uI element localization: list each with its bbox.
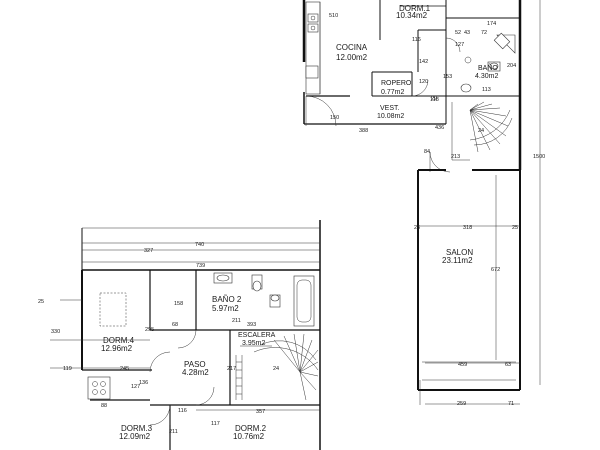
dim-label: 119 <box>63 366 72 372</box>
dim-label: 295 <box>145 327 154 333</box>
room-area-dorm2: 10.76m2 <box>233 432 265 441</box>
lower-stair <box>235 333 319 401</box>
room-name-bano2: BAÑO 2 <box>212 295 242 304</box>
dim-label: 24 <box>478 128 484 134</box>
room-area-dorm3: 12.09m2 <box>119 432 151 441</box>
dim-label: 113 <box>482 87 491 93</box>
room-name-paso: PASO <box>184 360 206 369</box>
room-name-salon: SALON <box>446 248 473 257</box>
dim-label: 327 <box>144 248 153 254</box>
dim-label: 510 <box>329 13 338 19</box>
dim-label: 174 <box>487 21 496 27</box>
upper-walls <box>302 0 522 170</box>
dim-label: 84 <box>424 149 430 155</box>
dim-label: 672 <box>491 267 500 273</box>
room-name-dorm4: DORM.4 <box>103 336 135 345</box>
dim-label: 25 <box>38 299 44 305</box>
dim-label: 150 <box>330 115 339 121</box>
dim-label: 127 <box>131 384 140 390</box>
dim-label: 24 <box>273 366 279 372</box>
dim-label: 72 <box>481 30 487 36</box>
upper-stair <box>451 101 513 161</box>
dim-label: 158 <box>174 301 183 307</box>
dim-label: 459 <box>458 362 467 368</box>
dim-label: 116 <box>178 408 187 414</box>
bano-fixtures <box>460 32 516 93</box>
dim-label: 25 <box>414 225 420 231</box>
dim-label: 1500 <box>533 154 545 160</box>
dim-label: 739 <box>196 263 205 269</box>
dim-label: 204 <box>507 63 516 69</box>
dim-label: 740 <box>195 242 204 248</box>
dim-label: 318 <box>463 225 472 231</box>
room-area-paso: 4.28m2 <box>182 368 209 377</box>
dim-label: 118 <box>430 97 439 103</box>
room-area-salon: 23.11m2 <box>442 256 473 265</box>
dim-label: 153 <box>443 74 452 80</box>
dim-label: 116 <box>412 37 421 43</box>
dim-label: 120 <box>419 79 428 85</box>
dim-label: 259 <box>457 401 466 407</box>
lower-walls <box>81 220 321 450</box>
room-area-vest: 10.08m2 <box>377 113 404 120</box>
room-name-escalera: ESCALERA <box>238 332 276 339</box>
room-name-dorm3: DORM.3 <box>121 424 153 433</box>
salon-walls <box>417 169 521 391</box>
room-name-ropero: ROPERO <box>381 80 412 87</box>
dim-label: 68 <box>172 322 178 328</box>
room-name-vest: VEST. <box>380 105 400 112</box>
dim-label: 29 <box>431 96 437 102</box>
dim-label: 217 <box>227 366 236 372</box>
room-name-bano: BAÑO <box>478 63 498 72</box>
room-name-cocina: COCINA <box>336 43 368 52</box>
upper-doors <box>305 37 461 173</box>
room-area-bano2: 5.97m2 <box>212 304 239 313</box>
dim-label: 71 <box>508 401 514 407</box>
dim-label: 245 <box>120 366 129 372</box>
dim-label: 436 <box>435 125 444 131</box>
dim-label: 388 <box>359 128 368 134</box>
room-area-dorm1: 10.34m2 <box>396 11 428 20</box>
lower-dims <box>50 227 320 411</box>
dim-label: 127 <box>455 42 464 48</box>
dim-label: 63 <box>505 362 511 368</box>
dim-label: 25 <box>512 225 518 231</box>
salon-dims <box>418 0 541 405</box>
dim-label: 88 <box>101 403 107 409</box>
dim-label: 43 <box>464 30 470 36</box>
dim-label: 393 <box>247 322 256 328</box>
dim-label: 357 <box>256 409 265 415</box>
room-area-escalera: 3.95m2 <box>242 340 265 347</box>
dim-label: 136 <box>139 380 148 386</box>
dim-label: 211 <box>169 429 178 435</box>
room-name-dorm1: DORM.1 <box>399 4 431 13</box>
dim-label: 52 <box>455 30 461 36</box>
dim-label: 142 <box>419 59 428 65</box>
room-area-dorm4: 12.96m2 <box>101 344 133 353</box>
lower-doors <box>149 329 215 426</box>
room-name-dorm2: DORM.2 <box>235 424 267 433</box>
dim-label: 330 <box>51 329 60 335</box>
dim-label: 211 <box>232 318 241 324</box>
room-area-cocina: 12.00m2 <box>336 53 368 62</box>
dorm4-furniture <box>87 292 127 400</box>
kitchen-counter <box>305 1 321 95</box>
dim-label: 117 <box>211 421 220 427</box>
bano2-fixtures <box>213 272 315 327</box>
room-area-bano: 4.30m2 <box>475 73 498 80</box>
room-area-ropero: 0.77m2 <box>381 89 404 96</box>
dim-label: 213 <box>451 154 460 160</box>
